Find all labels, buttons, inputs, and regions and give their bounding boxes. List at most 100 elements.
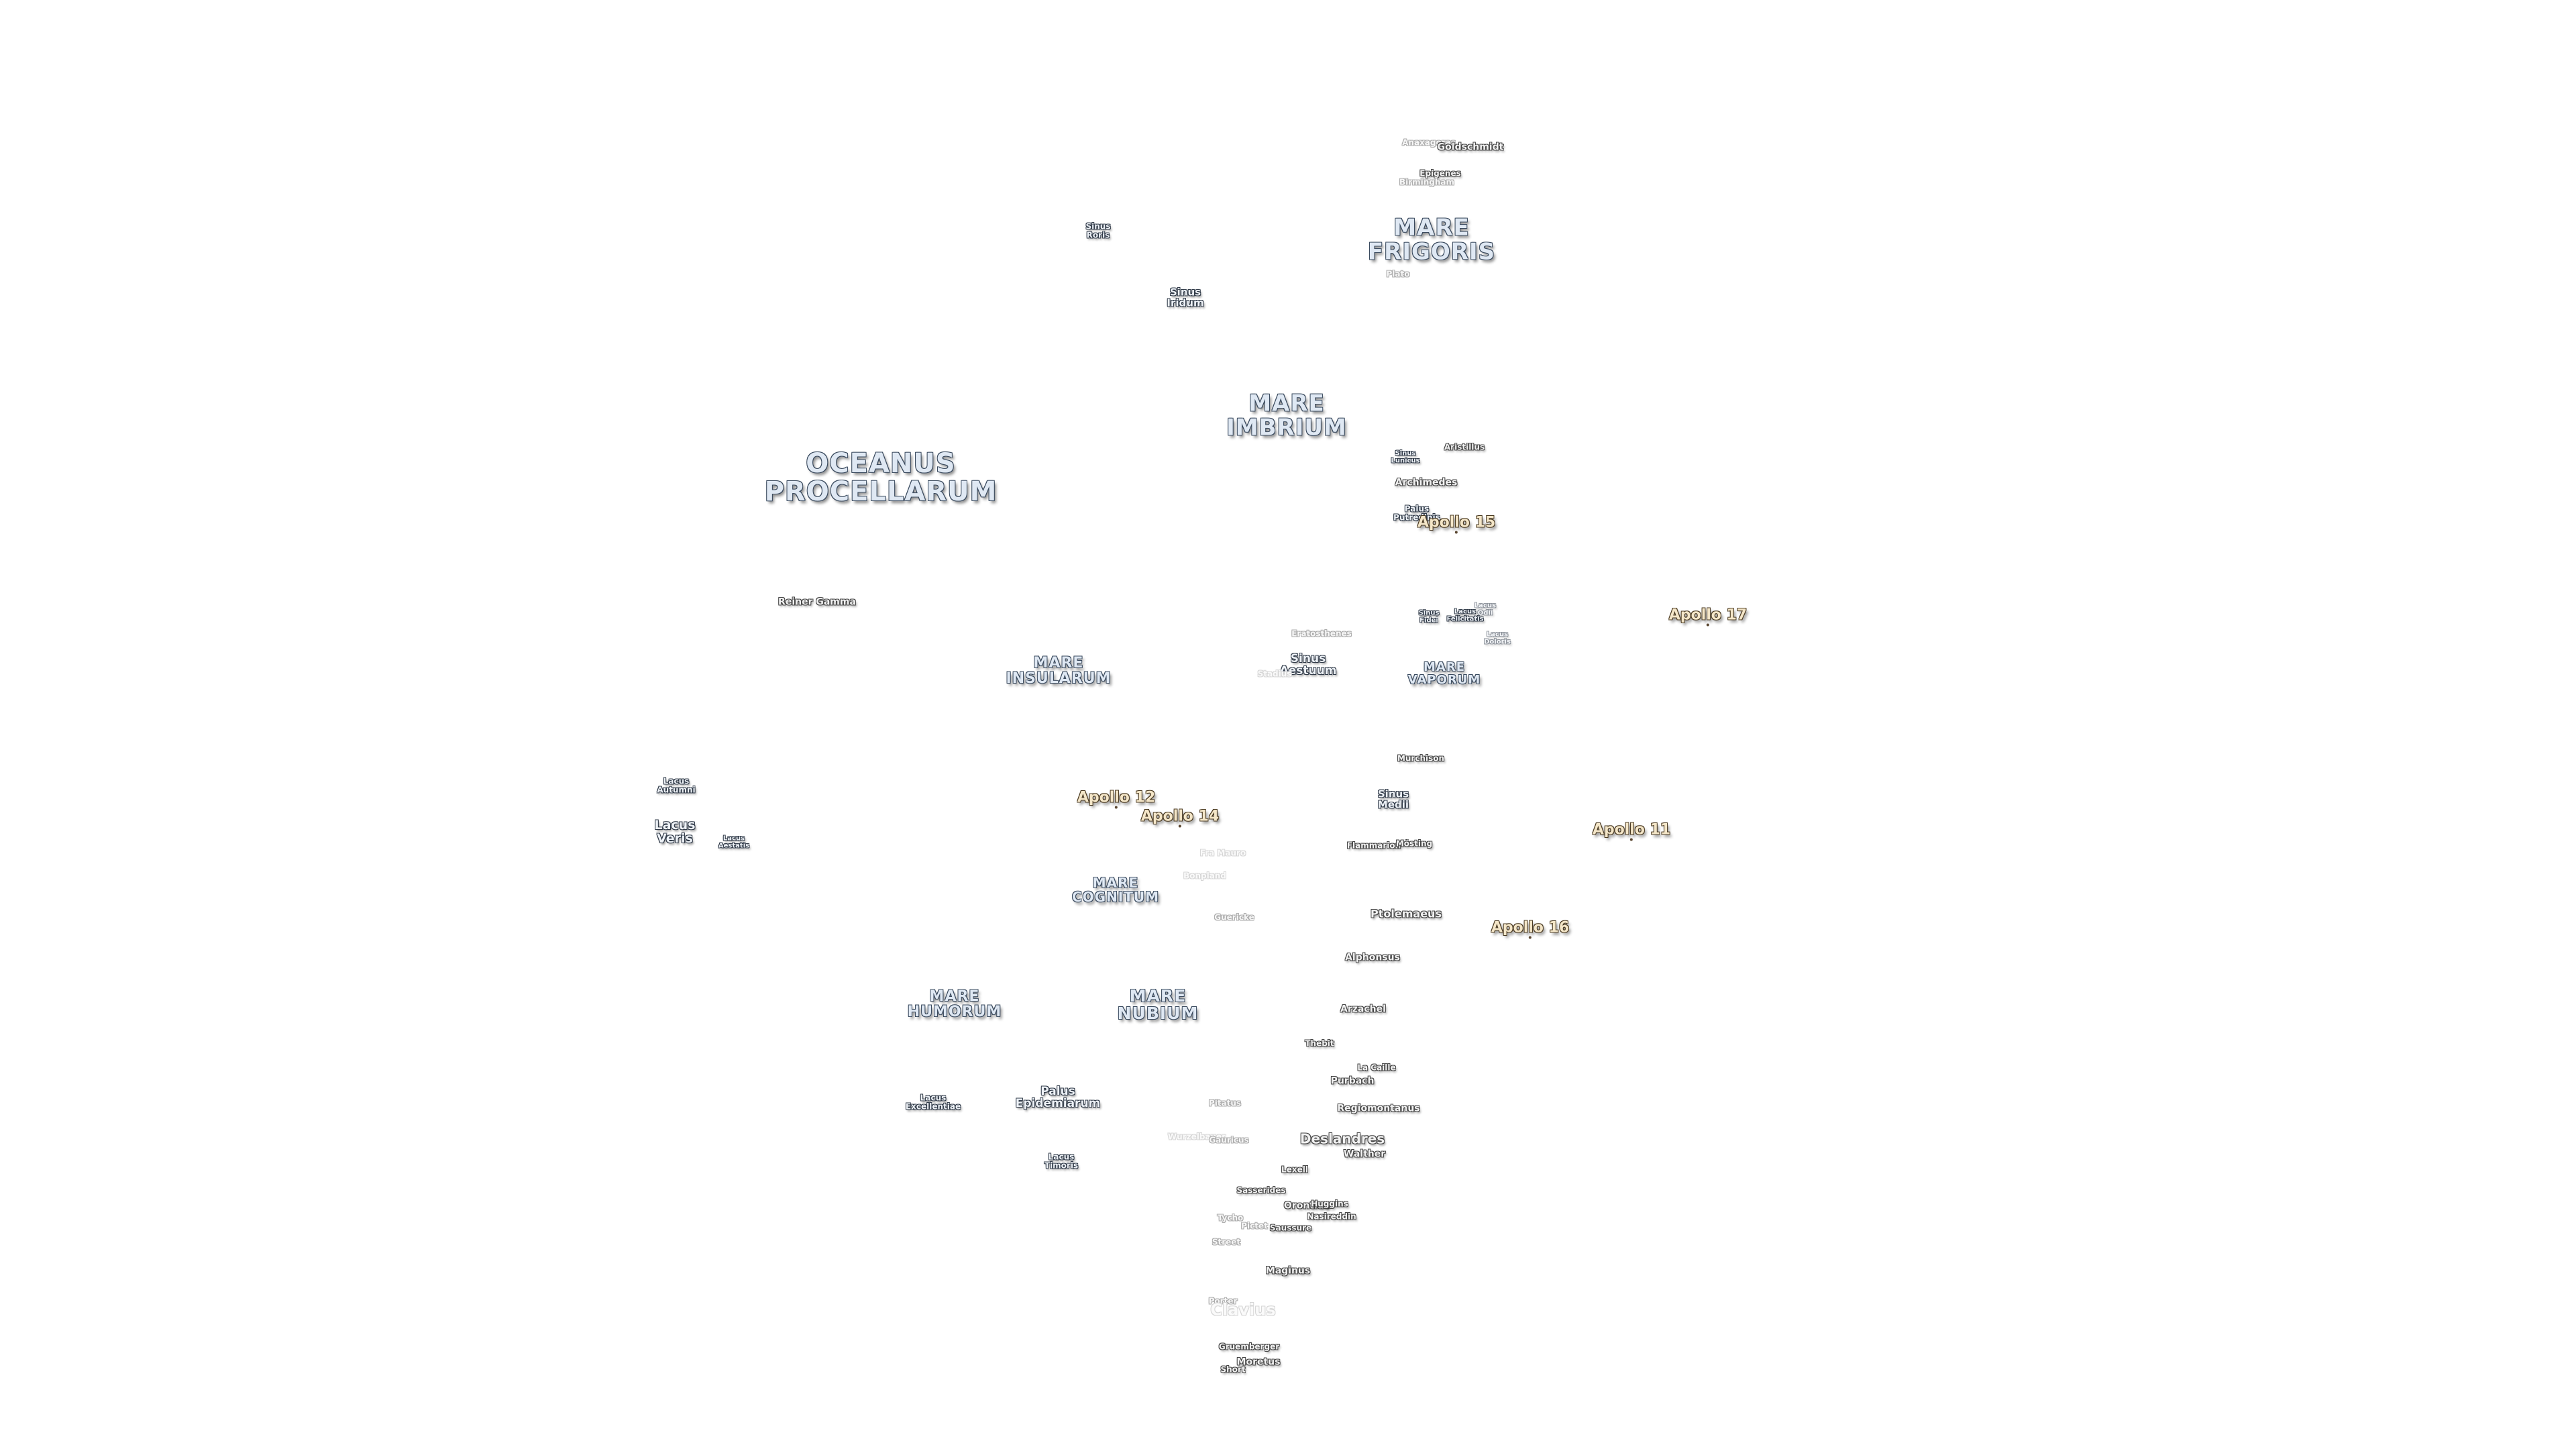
- mare-label-vaporum[interactable]: MARE VAPORUM: [1408, 661, 1481, 687]
- crater-label-short[interactable]: Short: [1220, 1364, 1246, 1375]
- feature-label-sinus-aestuum[interactable]: Sinus Aestuum: [1280, 653, 1337, 678]
- feature-label-line: Doloris: [1484, 638, 1511, 645]
- mare-label-line: INSULARUM: [1006, 670, 1112, 687]
- crater-label-lexell[interactable]: Lexell: [1281, 1165, 1308, 1175]
- feature-label-sinus-lunicus[interactable]: Sinus Lunicus: [1391, 449, 1419, 465]
- mare-label-line: MARE: [1248, 390, 1325, 417]
- crater-label-archimedes[interactable]: Archimedes: [1395, 477, 1458, 488]
- crater-label-pitatus[interactable]: Pitatus: [1208, 1098, 1242, 1108]
- feature-label-line: Fidei: [1419, 616, 1438, 624]
- landing-site-marker-icon: [1454, 531, 1458, 534]
- mare-label-cognitum[interactable]: MARE COGNITUM: [1072, 876, 1159, 904]
- crater-label-guericke[interactable]: Guericke: [1214, 912, 1254, 922]
- feature-label-line: Iridum: [1167, 297, 1204, 309]
- feature-label-line: Lacus: [1486, 631, 1509, 639]
- mare-label-line: OCEANUS: [806, 448, 956, 479]
- feature-label-sinus-iridum[interactable]: Sinus Iridum: [1167, 286, 1204, 309]
- mare-label-frigoris[interactable]: MARE FRIGORIS: [1368, 216, 1495, 264]
- mare-label-nubium[interactable]: MARE NUBIUM: [1118, 987, 1199, 1023]
- feature-label-line: Sinus: [1395, 449, 1416, 458]
- crater-label-tycho[interactable]: Tycho: [1217, 1213, 1244, 1223]
- feature-label-line: Lacus: [1474, 602, 1497, 610]
- apollo-14-landing-site[interactable]: Apollo 14: [1141, 808, 1219, 828]
- crater-label-fra-mauro[interactable]: Fra Mauro: [1199, 848, 1246, 858]
- mare-label-line: HUMORUM: [907, 1004, 1002, 1020]
- crater-label-pictet[interactable]: Pictet: [1241, 1221, 1268, 1231]
- crater-label-maginus[interactable]: Maginus: [1265, 1265, 1311, 1277]
- feature-label-lacus-excellentiae[interactable]: Lacus Excellentiae: [906, 1093, 961, 1110]
- crater-label-thebit[interactable]: Thebit: [1305, 1038, 1334, 1049]
- crater-label-eratosthenes[interactable]: Eratosthenes: [1291, 629, 1352, 639]
- mare-label-oceanus-procellarum[interactable]: OCEANUS PROCELLARUM: [765, 449, 998, 506]
- feature-label-sinus-fidei[interactable]: Sinus Fidei: [1419, 610, 1440, 625]
- crater-label-bonpland[interactable]: Bonpland: [1183, 871, 1226, 881]
- crater-label-wurzelbauer[interactable]: Wurzelbauer: [1167, 1132, 1226, 1142]
- crater-label-flammarion[interactable]: Flammarion: [1346, 841, 1401, 851]
- feature-label-line: Sinus: [1377, 788, 1409, 800]
- crater-label-porter[interactable]: Porter: [1208, 1296, 1238, 1306]
- crater-label-street[interactable]: Street: [1212, 1237, 1241, 1247]
- feature-label-line: Epidemiarum: [1015, 1097, 1101, 1110]
- crater-label-reiner-gamma[interactable]: Reiner Gamma: [778, 596, 856, 608]
- crater-label-birmingham[interactable]: Birmingham: [1399, 177, 1455, 187]
- apollo-site-label: Apollo 16: [1491, 919, 1570, 936]
- crater-label-nasireddin[interactable]: Nasireddin: [1307, 1212, 1356, 1222]
- feature-label-lacus-aestatis[interactable]: Lacus Aestatis: [718, 835, 750, 850]
- feature-label-lacus-veris[interactable]: Lacus Veris: [654, 818, 695, 846]
- crater-label-ptolemaeus[interactable]: Ptolemaeus: [1371, 907, 1442, 920]
- crater-label-sasserides[interactable]: Sasserides: [1236, 1185, 1286, 1195]
- apollo-12-landing-site[interactable]: Apollo 12: [1077, 790, 1155, 809]
- crater-label-epigenes[interactable]: Epigenes: [1419, 168, 1461, 178]
- apollo-17-landing-site[interactable]: Apollo 17: [1669, 607, 1747, 627]
- crater-label-aristillus[interactable]: Aristillus: [1444, 442, 1485, 452]
- crater-label-orontius[interactable]: Orontius: [1283, 1200, 1330, 1212]
- mare-label-humorum[interactable]: MARE HUMORUM: [908, 989, 1002, 1020]
- crater-label-mosting[interactable]: Mösting: [1395, 839, 1433, 849]
- feature-label-line: Veris: [657, 831, 693, 846]
- crater-label-deslandres[interactable]: Deslandres: [1299, 1130, 1385, 1147]
- apollo-16-landing-site[interactable]: Apollo 16: [1491, 919, 1570, 939]
- crater-label-stadius[interactable]: Stadius: [1257, 669, 1292, 679]
- crater-label-goldschmidt[interactable]: Goldschmidt: [1437, 142, 1504, 153]
- crater-label-arzachel[interactable]: Arzachel: [1340, 1004, 1386, 1015]
- mare-label-line: MARE: [1393, 214, 1470, 241]
- crater-label-saussure[interactable]: Saussure: [1269, 1223, 1312, 1233]
- apollo-site-label: Apollo 15: [1417, 514, 1496, 531]
- crater-label-alphonsus[interactable]: Alphonsus: [1345, 952, 1400, 963]
- feature-label-lacus-doloris[interactable]: Lacus Doloris: [1484, 631, 1511, 646]
- mare-label-line: PROCELLARUM: [764, 476, 998, 507]
- apollo-11-landing-site[interactable]: Apollo 11: [1593, 822, 1670, 841]
- crater-label-walther[interactable]: Walther: [1343, 1148, 1386, 1160]
- crater-label-regiomontanus[interactable]: Regiomontanus: [1337, 1103, 1420, 1114]
- feature-label-sinus-roris[interactable]: Sinus Roris: [1086, 222, 1111, 239]
- apollo-15-landing-site[interactable]: Apollo 15: [1417, 514, 1496, 534]
- feature-label-palus-putredinis[interactable]: Palus Putredinis: [1393, 504, 1440, 521]
- crater-label-anaxagoras[interactable]: Anaxagoras: [1402, 138, 1456, 148]
- feature-label-lacus-autumni[interactable]: Lacus Autumni: [657, 777, 695, 794]
- feature-label-line: Sinus: [1290, 652, 1326, 666]
- mare-label-insularum[interactable]: MARE INSULARUM: [1006, 655, 1111, 686]
- feature-label-lacus-timoris[interactable]: Lacus Timoris: [1044, 1152, 1078, 1169]
- feature-label-palus-epidemiarum[interactable]: Palus Epidemiarum: [1015, 1085, 1101, 1110]
- feature-label-lacus-felicitatis[interactable]: Lacus Felicitatis: [1446, 608, 1483, 623]
- feature-label-lacus-odii[interactable]: Lacus Odii: [1474, 602, 1497, 617]
- crater-label-plato[interactable]: Plato: [1386, 269, 1410, 279]
- crater-label-murchison[interactable]: Murchison: [1397, 753, 1445, 763]
- mare-label-line: MARE: [1424, 660, 1465, 675]
- mare-label-imbrium[interactable]: MARE IMBRIUM: [1226, 392, 1347, 439]
- crater-label-gauricus[interactable]: Gauricus: [1209, 1135, 1249, 1145]
- crater-label-clavius[interactable]: Clavius: [1210, 1300, 1276, 1320]
- crater-label-la-caille[interactable]: La Caille: [1357, 1063, 1396, 1073]
- crater-label-huggins[interactable]: Huggins: [1311, 1199, 1348, 1209]
- feature-label-line: Aestatis: [718, 842, 750, 849]
- crater-label-moretus[interactable]: Moretus: [1236, 1356, 1281, 1368]
- feature-label-line: Lacus: [1454, 608, 1477, 616]
- mare-label-line: MARE: [1033, 654, 1084, 672]
- feature-label-line: Lacus: [1048, 1152, 1075, 1162]
- landing-site-marker-icon: [1706, 623, 1709, 627]
- feature-label-sinus-medii[interactable]: Sinus Medii: [1377, 788, 1409, 810]
- feature-label-line: Excellentiae: [905, 1102, 961, 1111]
- crater-label-purbach[interactable]: Purbach: [1330, 1075, 1375, 1087]
- crater-label-gruemberger[interactable]: Gruemberger: [1218, 1342, 1280, 1352]
